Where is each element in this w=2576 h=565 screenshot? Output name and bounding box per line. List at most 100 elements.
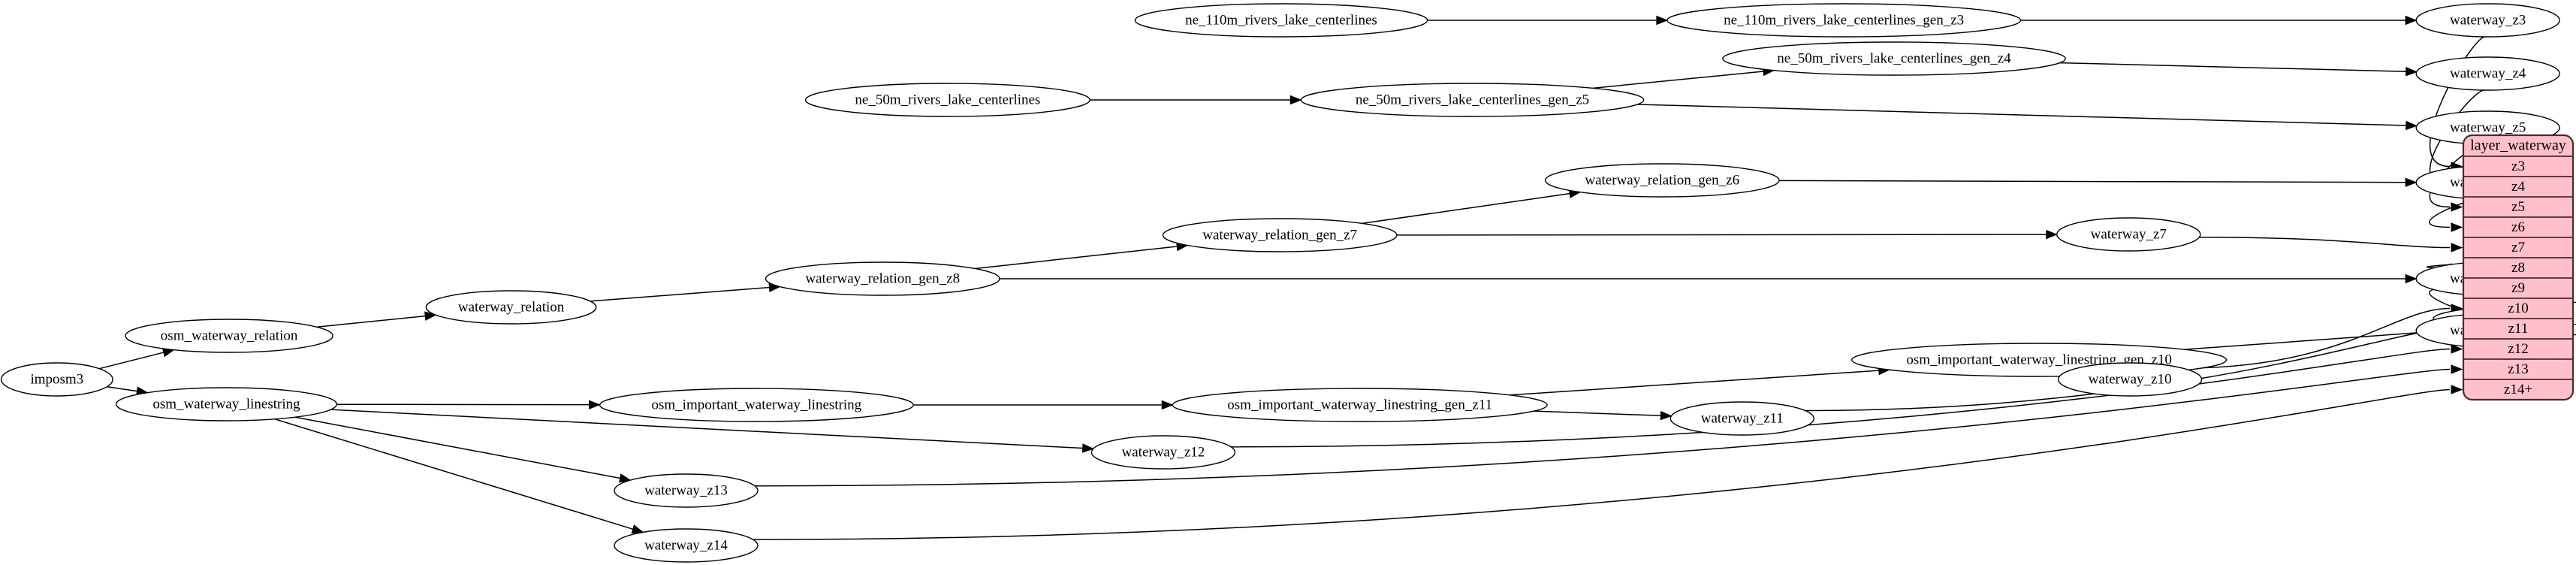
layer-table-row-z5[interactable]: z5 xyxy=(2511,199,2525,215)
layer-waterway-table[interactable]: layer_waterwayz3z4z5z6z7z8z9z10z11z12z13… xyxy=(2462,134,2574,401)
graph-node-ne_110m_rivers_lake_centerlines_gen_z3[interactable]: ne_110m_rivers_lake_centerlines_gen_z3 xyxy=(1667,3,2022,38)
layer-table-row-z11[interactable]: z11 xyxy=(2508,321,2529,337)
layer-table-row-z8[interactable]: z8 xyxy=(2511,260,2525,276)
node-ellipse xyxy=(614,528,759,563)
graph-edge xyxy=(2199,236,2451,249)
node-label: ne_50m_rivers_lake_centerlines_gen_z4 xyxy=(1777,50,2011,66)
node-label: waterway_z10 xyxy=(2089,371,2172,387)
layer-table-body[interactable] xyxy=(2462,134,2574,401)
graph-node-waterway_z14[interactable]: waterway_z14 xyxy=(614,528,759,563)
edge-arrowhead xyxy=(2405,273,2418,284)
graph-node-osm_important_waterway_linestring[interactable]: osm_important_waterway_linestring xyxy=(599,388,914,422)
node-label: ne_110m_rivers_lake_centerlines_gen_z3 xyxy=(1724,12,1964,28)
node-label: waterway_z3 xyxy=(2450,12,2526,28)
layer-table-row-z9[interactable]: z9 xyxy=(2511,280,2525,296)
nodes-layer: imposm3 osm_waterway_relation osm_waterway… xyxy=(0,3,2576,563)
node-label: waterway_z5 xyxy=(2450,119,2526,135)
graph-node-waterway_relation_gen_z7[interactable]: waterway_relation_gen_z7 xyxy=(1162,218,1398,252)
graph-node-waterway_z4[interactable]: waterway_z4 xyxy=(2415,56,2560,91)
node-ellipse xyxy=(765,261,1000,296)
node-ellipse xyxy=(1667,3,2022,38)
layer-table-row-z4[interactable]: z4 xyxy=(2511,179,2525,195)
graph-edge xyxy=(99,352,164,370)
node-label: waterway_z12 xyxy=(1122,444,1205,460)
node-ellipse xyxy=(599,388,914,422)
graph-edge xyxy=(1778,180,2406,183)
graph-edge xyxy=(1231,348,2451,448)
graph-node-waterway_z13[interactable]: waterway_z13 xyxy=(614,473,759,508)
node-label: osm_waterway_linestring xyxy=(152,396,300,412)
graph-node-waterway_z12[interactable]: waterway_z12 xyxy=(1090,435,1236,470)
node-ellipse xyxy=(1134,3,1428,38)
graph-edge xyxy=(590,286,770,302)
graph-node-ne_50m_rivers_lake_centerlines[interactable]: ne_50m_rivers_lake_centerlines xyxy=(804,83,1090,117)
graph-node-waterway_z3[interactable]: waterway_z3 xyxy=(2415,3,2560,38)
graph-edge xyxy=(1637,104,2406,126)
node-label: osm_important_waterway_linestring xyxy=(652,397,862,412)
node-ellipse xyxy=(804,83,1090,117)
layer-table-row-z12[interactable]: z12 xyxy=(2508,341,2528,357)
edge-arrowhead xyxy=(2406,66,2418,77)
layer-table-row-z6[interactable]: z6 xyxy=(2511,219,2525,235)
node-label: waterway_z11 xyxy=(1701,410,1784,426)
node-label: waterway_z4 xyxy=(2450,65,2526,81)
node-ellipse xyxy=(2056,217,2201,252)
graph-node-waterway_relation[interactable]: waterway_relation xyxy=(425,290,597,325)
graph-edge xyxy=(330,409,1083,449)
graph-edge xyxy=(2182,307,2451,369)
edge-arrowhead xyxy=(2405,177,2418,187)
graph-edge xyxy=(1592,71,1764,89)
edge-arrowhead xyxy=(1081,443,1095,453)
graph-edge xyxy=(975,246,1178,270)
layer-table-row-z7[interactable]: z7 xyxy=(2511,240,2525,255)
edge-arrowhead xyxy=(2046,229,2059,240)
graph-edge xyxy=(1534,410,1661,416)
node-ellipse xyxy=(0,362,113,397)
layer-table-row-z13[interactable]: z13 xyxy=(2508,361,2528,377)
edge-arrowhead xyxy=(2451,364,2463,374)
graph-node-ne_50m_rivers_lake_centerlines_gen_z5[interactable]: ne_50m_rivers_lake_centerlines_gen_z5 xyxy=(1300,83,1645,117)
layer-table-row-z3[interactable]: z3 xyxy=(2511,159,2525,174)
graph-edge xyxy=(2429,36,2485,168)
graph-node-ne_110m_rivers_lake_centerlines[interactable]: ne_110m_rivers_lake_centerlines xyxy=(1134,3,1428,38)
graph-edge xyxy=(294,416,620,479)
node-ellipse xyxy=(1172,388,1548,422)
graph-node-osm_waterway_linestring[interactable]: osm_waterway_linestring xyxy=(115,387,338,421)
edge-arrowhead xyxy=(2451,222,2463,232)
edge-arrowhead xyxy=(2405,15,2418,26)
graph-node-osm_important_waterway_linestring_gen_z11[interactable]: osm_important_waterway_linestring_gen_z1… xyxy=(1172,388,1548,422)
layer-table-row-z10[interactable]: z10 xyxy=(2508,301,2528,316)
node-label: waterway_z14 xyxy=(644,537,728,553)
node-label: waterway_relation_gen_z7 xyxy=(1202,227,1357,243)
node-label: waterway_z7 xyxy=(2091,226,2167,242)
node-ellipse xyxy=(1300,83,1645,117)
node-ellipse xyxy=(425,290,597,325)
node-label: ne_110m_rivers_lake_centerlines xyxy=(1185,12,1377,28)
graph-node-osm_waterway_relation[interactable]: osm_waterway_relation xyxy=(125,319,333,353)
node-ellipse xyxy=(1544,163,1780,198)
graph-edge xyxy=(1396,234,2047,236)
graph-node-waterway_z11[interactable]: waterway_z11 xyxy=(1670,401,1814,436)
graph-edge xyxy=(1509,370,1879,396)
node-label: ne_50m_rivers_lake_centerlines_gen_z5 xyxy=(1356,92,1589,107)
node-label: waterway_relation xyxy=(458,299,565,315)
graph-edge xyxy=(1805,328,2451,412)
edge-arrowhead xyxy=(1660,410,1673,421)
edge-arrowhead xyxy=(1290,95,1302,105)
graph-node-waterway_relation_gen_z8[interactable]: waterway_relation_gen_z8 xyxy=(765,261,1000,296)
edge-arrowhead xyxy=(2451,344,2463,354)
graph-node-ne_50m_rivers_lake_centerlines_gen_z4[interactable]: ne_50m_rivers_lake_centerlines_gen_z4 xyxy=(1722,41,2066,76)
graph-edge xyxy=(316,315,426,328)
node-label: waterway_relation_gen_z6 xyxy=(1585,172,1739,188)
graph-node-waterway_relation_gen_z6[interactable]: waterway_relation_gen_z6 xyxy=(1544,163,1780,198)
node-ellipse xyxy=(1722,41,2066,76)
graph-node-waterway_z10[interactable]: waterway_z10 xyxy=(2057,362,2203,397)
graph-node-waterway_z7[interactable]: waterway_z7 xyxy=(2056,217,2201,252)
layer-table-row-z14+[interactable]: z14+ xyxy=(2504,382,2532,397)
edge-arrowhead xyxy=(424,311,437,321)
node-ellipse xyxy=(2057,362,2203,397)
graph-node-imposm3[interactable]: imposm3 xyxy=(0,362,113,397)
graph-edge xyxy=(753,388,2451,540)
